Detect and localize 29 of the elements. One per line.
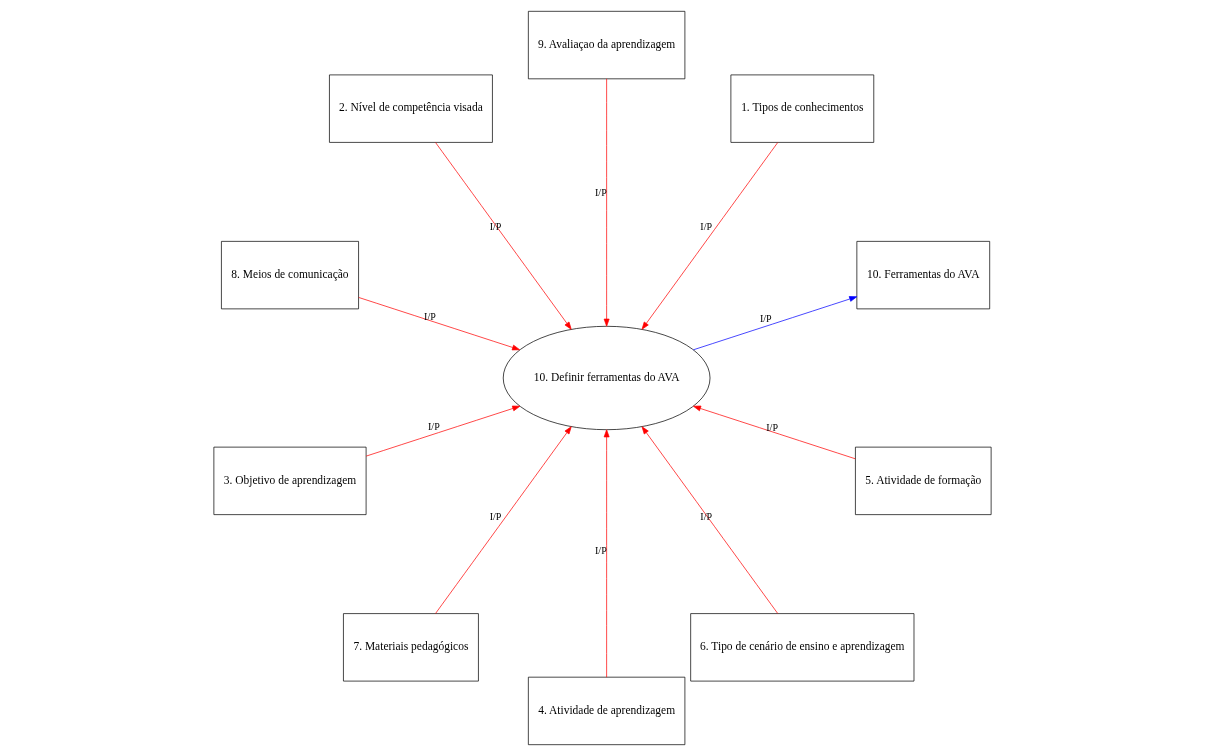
arrow [365, 405, 521, 457]
arrow [358, 297, 520, 351]
edge-label: I/P [766, 421, 778, 433]
node-box: 9. Avaliaçao da aprendizagem [528, 10, 686, 80]
arrow [435, 426, 572, 614]
edge-label: I/P [428, 420, 440, 432]
arrow [435, 142, 572, 330]
edge-label: I/P [489, 511, 502, 523]
node-box: 3. Objetivo de aprendizagem [213, 446, 367, 515]
node-box: 4. Atividade de aprendizagem [528, 676, 686, 746]
edge-label: I/P [700, 511, 713, 523]
edge-label: I/P [424, 310, 436, 322]
node-ellipse: 10. Definir ferramentas do AVA [502, 325, 711, 431]
node-box: 7. Materiais pedagógicos [343, 613, 479, 682]
arrow [603, 429, 610, 678]
node-box: 5. Atividade de formação [855, 446, 992, 515]
arrow [641, 142, 779, 330]
node-box: 8. Meios de comunicação [221, 241, 359, 310]
edge-label: I/P [489, 221, 502, 233]
arrow [603, 78, 610, 327]
arrow [693, 405, 856, 460]
arrow [641, 426, 779, 614]
node-box: 10. Ferramentas do AVA [856, 241, 991, 310]
node-box: 2. Nível de competência visada [329, 74, 493, 143]
arrow [693, 296, 858, 351]
edge-label: I/P [700, 221, 713, 233]
node-box: 6. Tipo de cenário de ensino e aprendizagem [690, 613, 915, 682]
node-box: 1. Tipos de conhecimentos [730, 74, 875, 143]
edge-label: I/P [759, 312, 772, 324]
